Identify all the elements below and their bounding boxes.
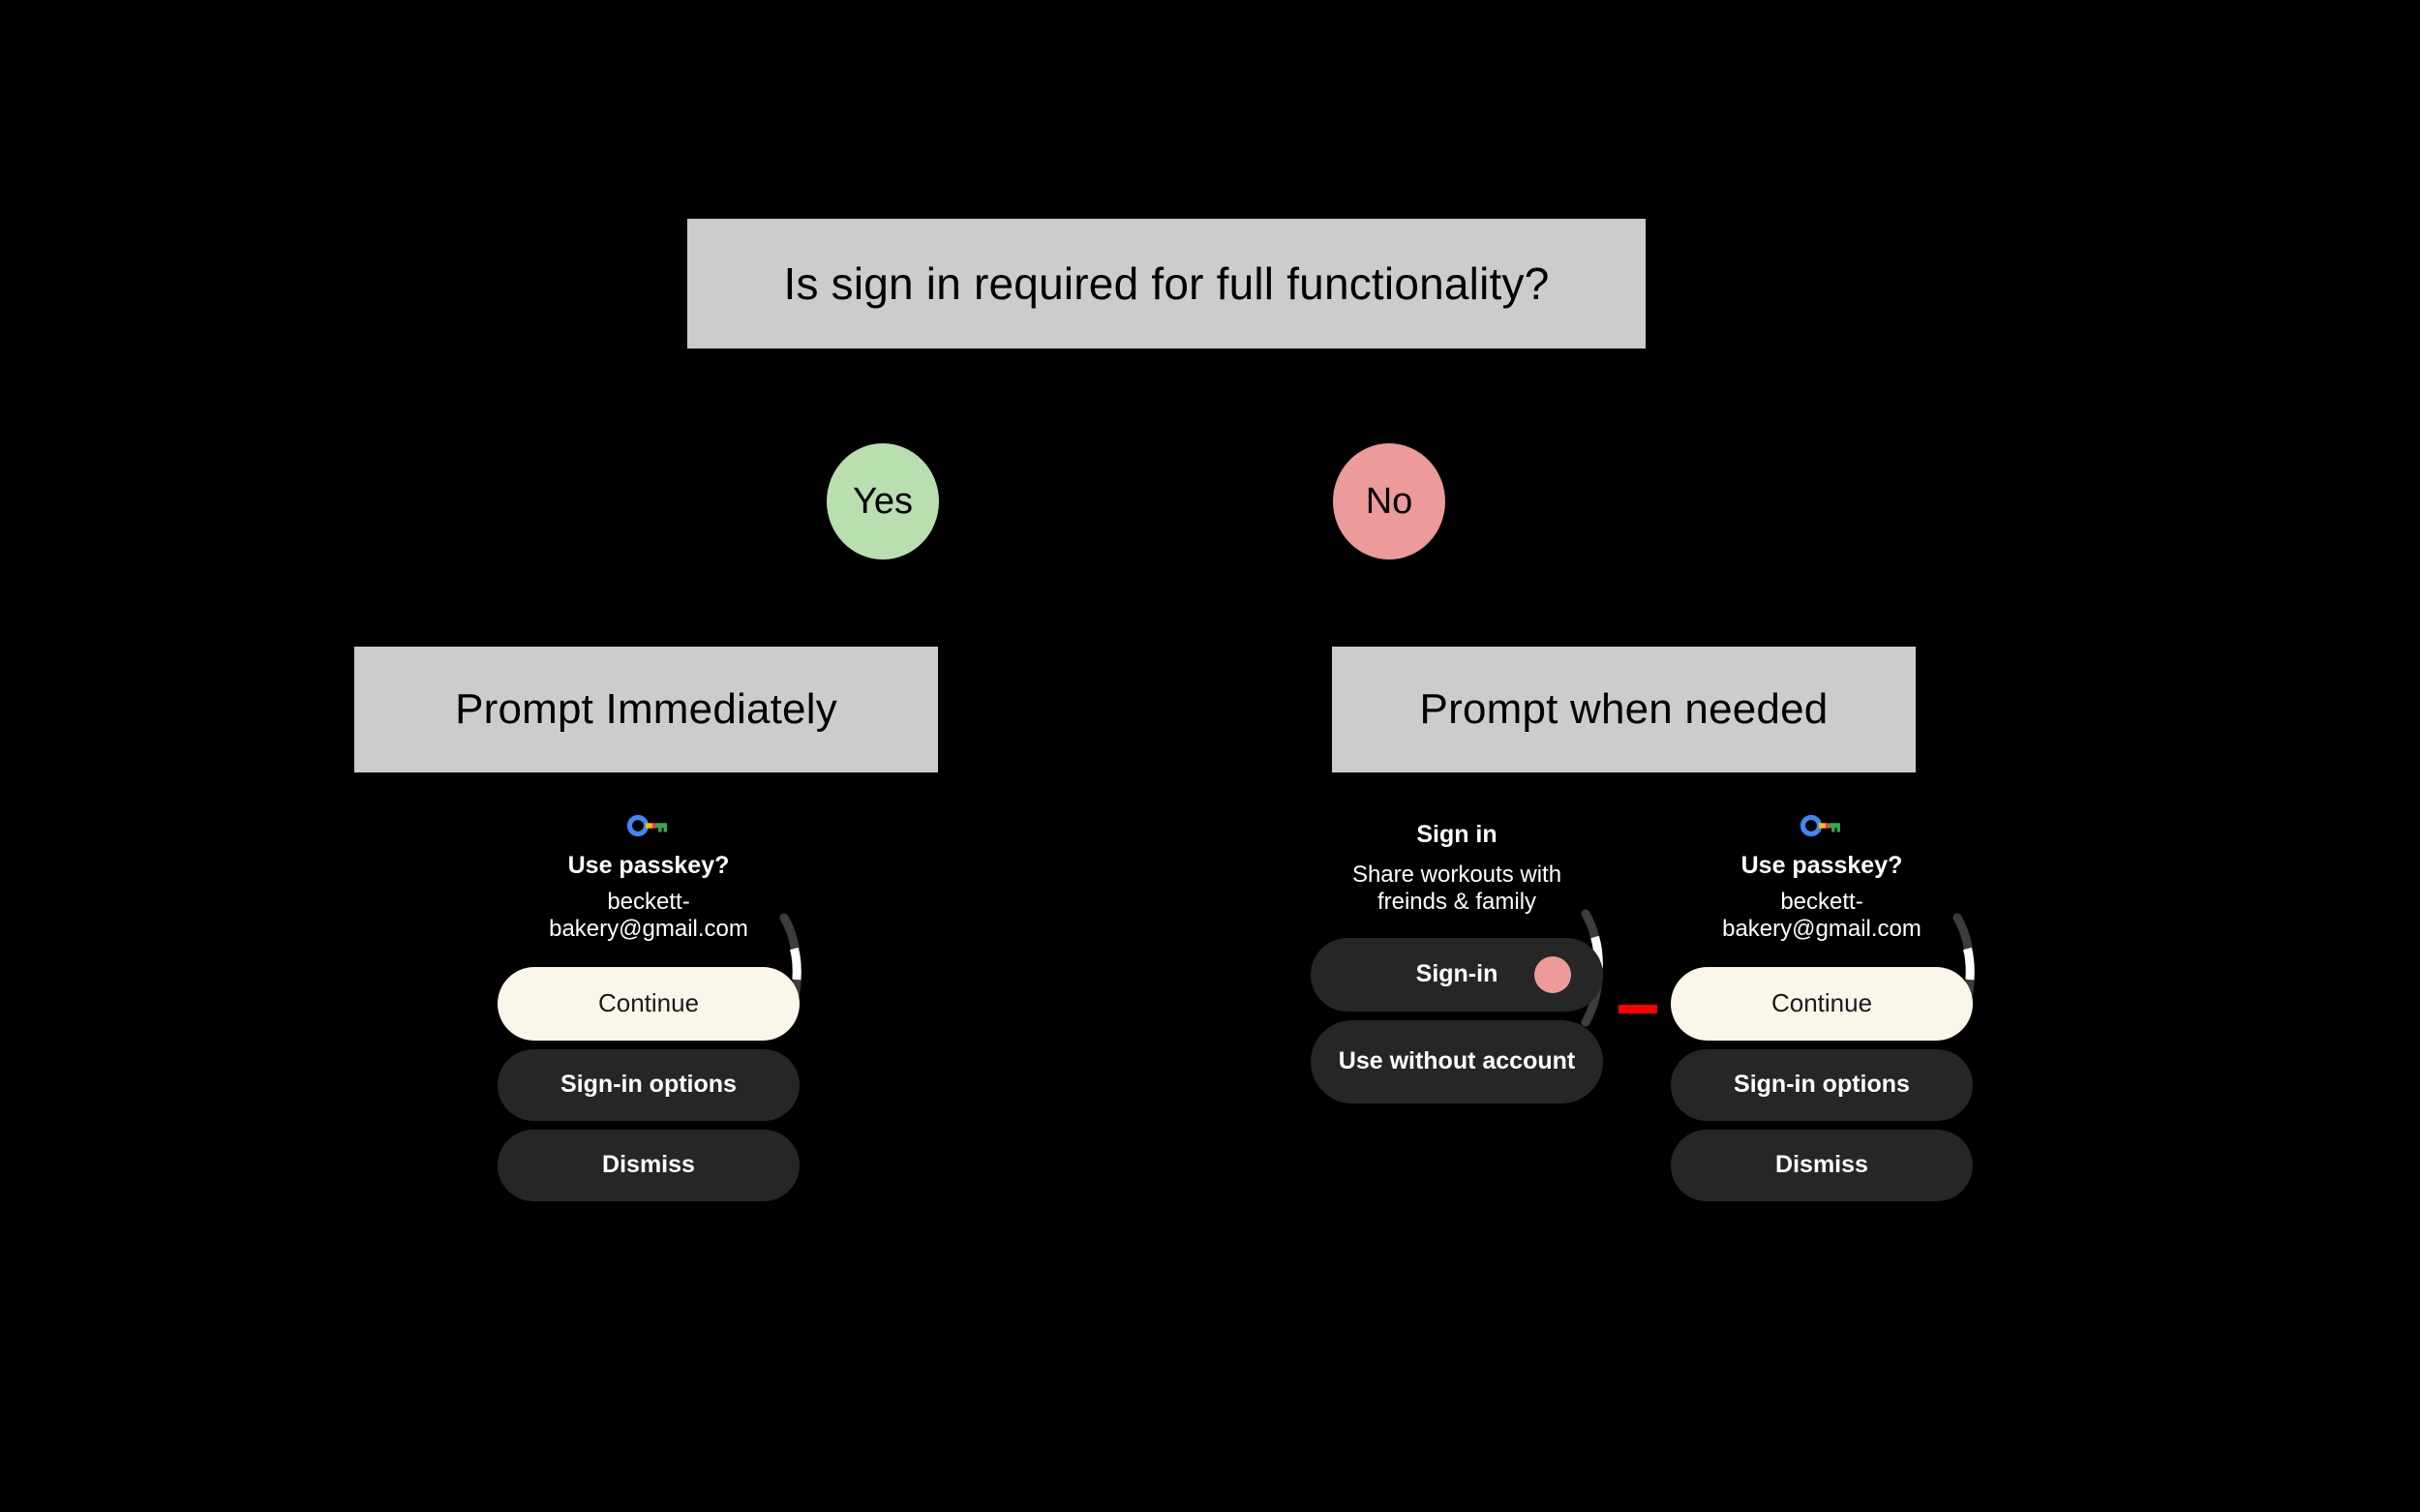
mock-right-button-sign-in-options-label: Sign-in options [1734,1071,1910,1099]
mock-middle-button-use-without-account-label: Use without account [1338,1047,1576,1075]
google-passkey-icon [1800,814,1843,837]
branch-node-yes-label: Yes [853,480,913,522]
mock-left-passkey-screen: Use passkey? beckett-bakery@gmail.com Co… [484,803,813,1307]
mock-middle-title: Sign in [1416,821,1497,848]
mock-left-button-sign-in-options-label: Sign-in options [560,1071,737,1099]
decision-node-sign-in-required[interactable]: Is sign in required for full functionali… [687,219,1646,348]
mock-middle-button-use-without-account[interactable]: Use without account [1311,1019,1603,1104]
branch-node-no-label: No [1365,480,1413,522]
mock-right-button-sign-in-options[interactable]: Sign-in options [1671,1048,1973,1121]
mock-middle-button-sign-in[interactable]: Sign-in [1311,937,1603,1012]
mock-left-button-sign-in-options[interactable]: Sign-in options [498,1048,800,1121]
mock-right-button-dismiss-label: Dismiss [1775,1151,1868,1179]
mock-left-subtitle: beckett-bakery@gmail.com [549,889,748,943]
outcome-node-prompt-when-needed[interactable]: Prompt when needed [1332,647,1916,772]
mock-left-button-continue-label: Continue [597,987,700,1017]
mock-left-button-continue[interactable]: Continue [498,966,800,1041]
mock-right-button-continue[interactable]: Continue [1671,966,1973,1041]
outcome-node-prompt-when-needed-label: Prompt when needed [1419,685,1829,733]
mock-right-passkey-screen: Use passkey? beckett-bakery@gmail.com Co… [1657,803,1986,1307]
connector-yes-to-prompt-immediately [882,559,885,647]
google-passkey-icon [626,814,670,837]
mock-right-button-dismiss[interactable]: Dismiss [1671,1129,1973,1201]
branch-node-no[interactable]: No [1333,443,1445,559]
decision-node-label: Is sign in required for full functionali… [783,258,1550,309]
branch-node-yes[interactable]: Yes [827,443,939,559]
mock-right-title: Use passkey? [1740,852,1903,879]
mock-middle-button-sign-in-label: Sign-in [1415,960,1498,988]
mock-left-button-dismiss[interactable]: Dismiss [498,1129,800,1201]
connector-decision-to-no [1209,347,1212,350]
mock-middle-sign-in-indicator-dot [1534,955,1571,993]
outcome-node-prompt-immediately-label: Prompt Immediately [455,685,837,733]
mock-left-button-dismiss-label: Dismiss [602,1151,695,1179]
mock-right-button-continue-label: Continue [1770,987,1873,1017]
mock-left-title: Use passkey? [567,852,730,879]
mock-middle-signin-screen: Sign in Share workouts with freinds & fa… [1307,813,1607,1239]
connector-no-to-prompt-when-needed [1388,559,1391,647]
mock-middle-subtitle: Share workouts with freinds & family [1351,862,1562,916]
mock-right-subtitle: beckett-bakery@gmail.com [1722,889,1921,943]
outcome-node-prompt-immediately[interactable]: Prompt Immediately [354,647,938,772]
